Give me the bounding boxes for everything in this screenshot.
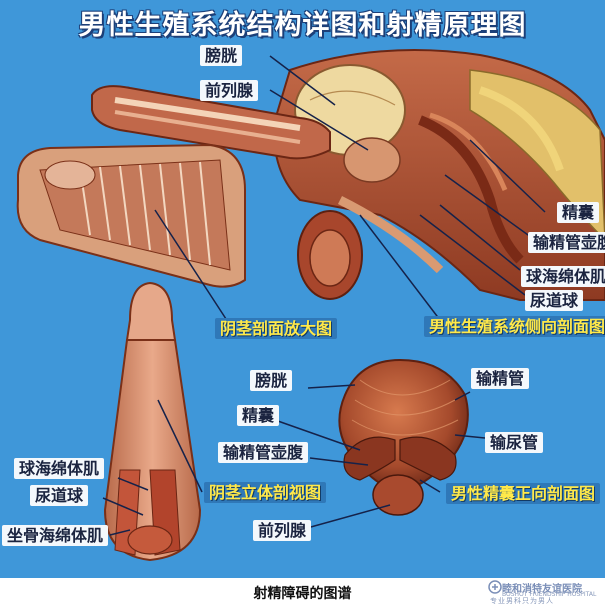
label-seminal-vesicle-right: 精囊 [557, 202, 600, 223]
label-prostate-top: 前列腺 [200, 80, 259, 101]
label-urethral-bulb-right: 尿道球 [525, 290, 584, 311]
penis-3d-drawing [103, 281, 202, 562]
diagram-title: 男性生殖系统结构详图和射精原理图 [78, 10, 527, 41]
frontal-section-drawing [338, 358, 469, 516]
leader-lines [102, 55, 546, 536]
label-penis-3d: 阴茎立体剖视图 [204, 482, 327, 503]
label-frontal-section: 男性精囊正向剖面图 [446, 483, 601, 504]
label-ampulla-mid: 输精管壶腹 [218, 442, 309, 463]
diagram-panel: 男性生殖系统结构详图和射精原理图 膀胱 前列腺 精囊 输精管壶腹 球海绵体肌 尿… [0, 0, 605, 578]
label-bulbocavernosus-right: 球海绵体肌 [521, 266, 605, 287]
label-bulbocavernosus-left: 球海绵体肌 [14, 458, 105, 479]
hospital-tagline: 专业男科只为男人 [490, 597, 554, 605]
hospital-name-english: BOSHOT FRIENDSHIP HOSPITAL [502, 591, 597, 598]
hospital-logo: 睦和消特友谊医院 BOSHOT FRIENDSHIP HOSPITAL 专业男科… [488, 580, 605, 605]
label-ureter: 输尿管 [485, 432, 544, 453]
label-ampulla-right: 输精管壶腹 [528, 232, 605, 253]
label-ischiocavernosus-left: 坐骨海绵体肌 [2, 525, 109, 546]
label-bladder-mid: 膀胱 [250, 370, 293, 391]
hospital-name: 睦和消特友谊医院 [502, 584, 582, 595]
label-urethral-bulb-left: 尿道球 [30, 485, 89, 506]
label-prostate-bottom: 前列腺 [253, 520, 312, 541]
figure-caption: 射精障碍的图谱 [253, 586, 352, 602]
hospital-logo-icon [488, 580, 502, 594]
label-bladder-top: 膀胱 [200, 45, 243, 66]
sagittal-section-drawing [273, 49, 605, 302]
penis-section-zoom-drawing [16, 143, 246, 288]
anatomy-illustration [16, 49, 605, 562]
label-vas-deferens: 输精管 [471, 368, 530, 389]
label-penis-section-zoom: 阴茎剖面放大图 [215, 318, 338, 339]
sagittal-penis-drawing [91, 85, 444, 300]
label-seminal-vesicle-mid: 精囊 [237, 405, 280, 426]
label-sagittal-section: 男性生殖系统侧向剖面图 [424, 316, 605, 337]
